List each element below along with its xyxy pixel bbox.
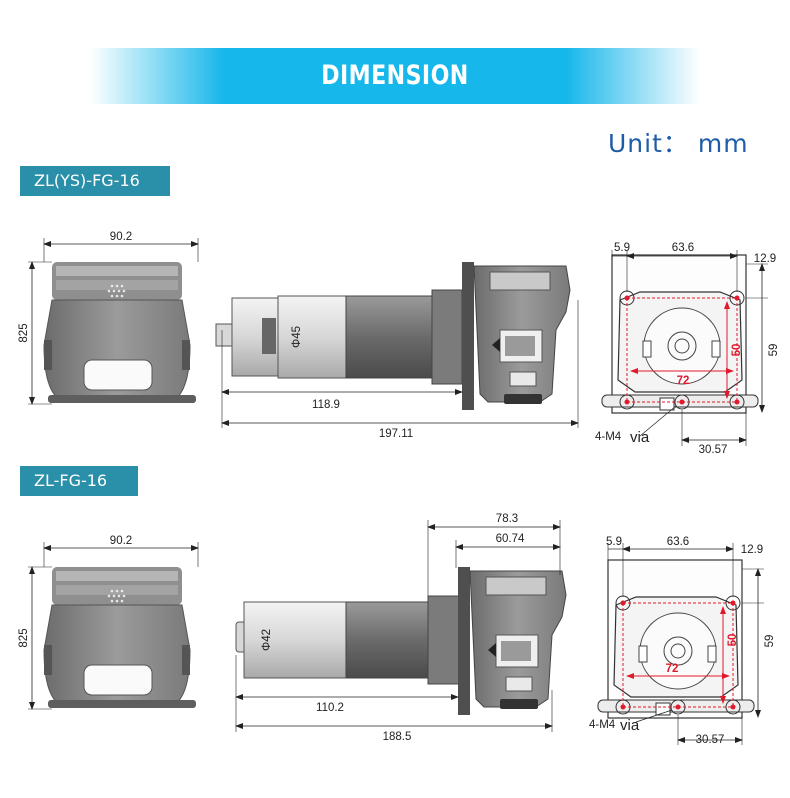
mount-hole-w-1: 72 [677,375,690,387]
mount-view-1 [601,254,759,414]
mount-height-2: 59 [764,635,776,648]
mount-hole-h-1: 50 [731,344,743,357]
motor-diameter-1: Φ45 [291,326,303,348]
mount-offset-1: 5.9 [614,242,630,254]
head-length-2: 78.3 [496,513,518,525]
motor-diameter-2: Φ42 [261,629,273,651]
side-view-2 [235,595,461,685]
mount-offset-2: 5.9 [606,536,622,548]
head-inner-2: 60.74 [496,533,525,545]
front-height-1: 825 [18,323,30,342]
mount-hole-spacing-1: 63.6 [672,242,694,254]
front-width-1: 90.2 [110,231,132,243]
total-length-1: 197.11 [379,428,413,440]
mount-via-2: via [620,717,640,734]
mount-height-1: 59 [768,344,780,357]
mount-hole-w-2: 72 [666,663,679,675]
front-view-1 [43,261,197,404]
pump-head-side-2 [457,566,567,716]
mount-top-2: 12.9 [741,544,763,556]
side-view-1 [215,289,463,385]
model-tag-1: ZL(YS)-FG-16 [20,166,170,196]
mount-hole-h-2: 50 [727,634,739,647]
mount-via-1: via [630,429,650,446]
motor-length-1: 118.9 [312,399,340,411]
total-length-2: 188.5 [383,731,412,743]
model-tag-2: ZL-FG-16 [20,466,138,496]
mount-screws-2: 4-M4 [589,719,616,731]
page-title: DIMENSION [321,60,469,91]
unit-label: Unit： mm [608,129,749,158]
front-width-2: 90.2 [110,535,132,547]
mount-bottom-1: 30.57 [699,444,728,456]
pump-head-side-1 [461,261,571,411]
mount-hole-spacing-2: 63.6 [667,536,689,548]
motor-length-2: 110.2 [316,702,344,714]
mount-bottom-2: 30.57 [696,734,725,746]
mount-screws-1: 4-M4 [595,431,622,443]
mount-top-1: 12.9 [754,253,776,265]
front-view-2 [43,566,197,709]
front-height-2: 825 [18,628,30,647]
title-banner: DIMENSION [90,48,700,104]
